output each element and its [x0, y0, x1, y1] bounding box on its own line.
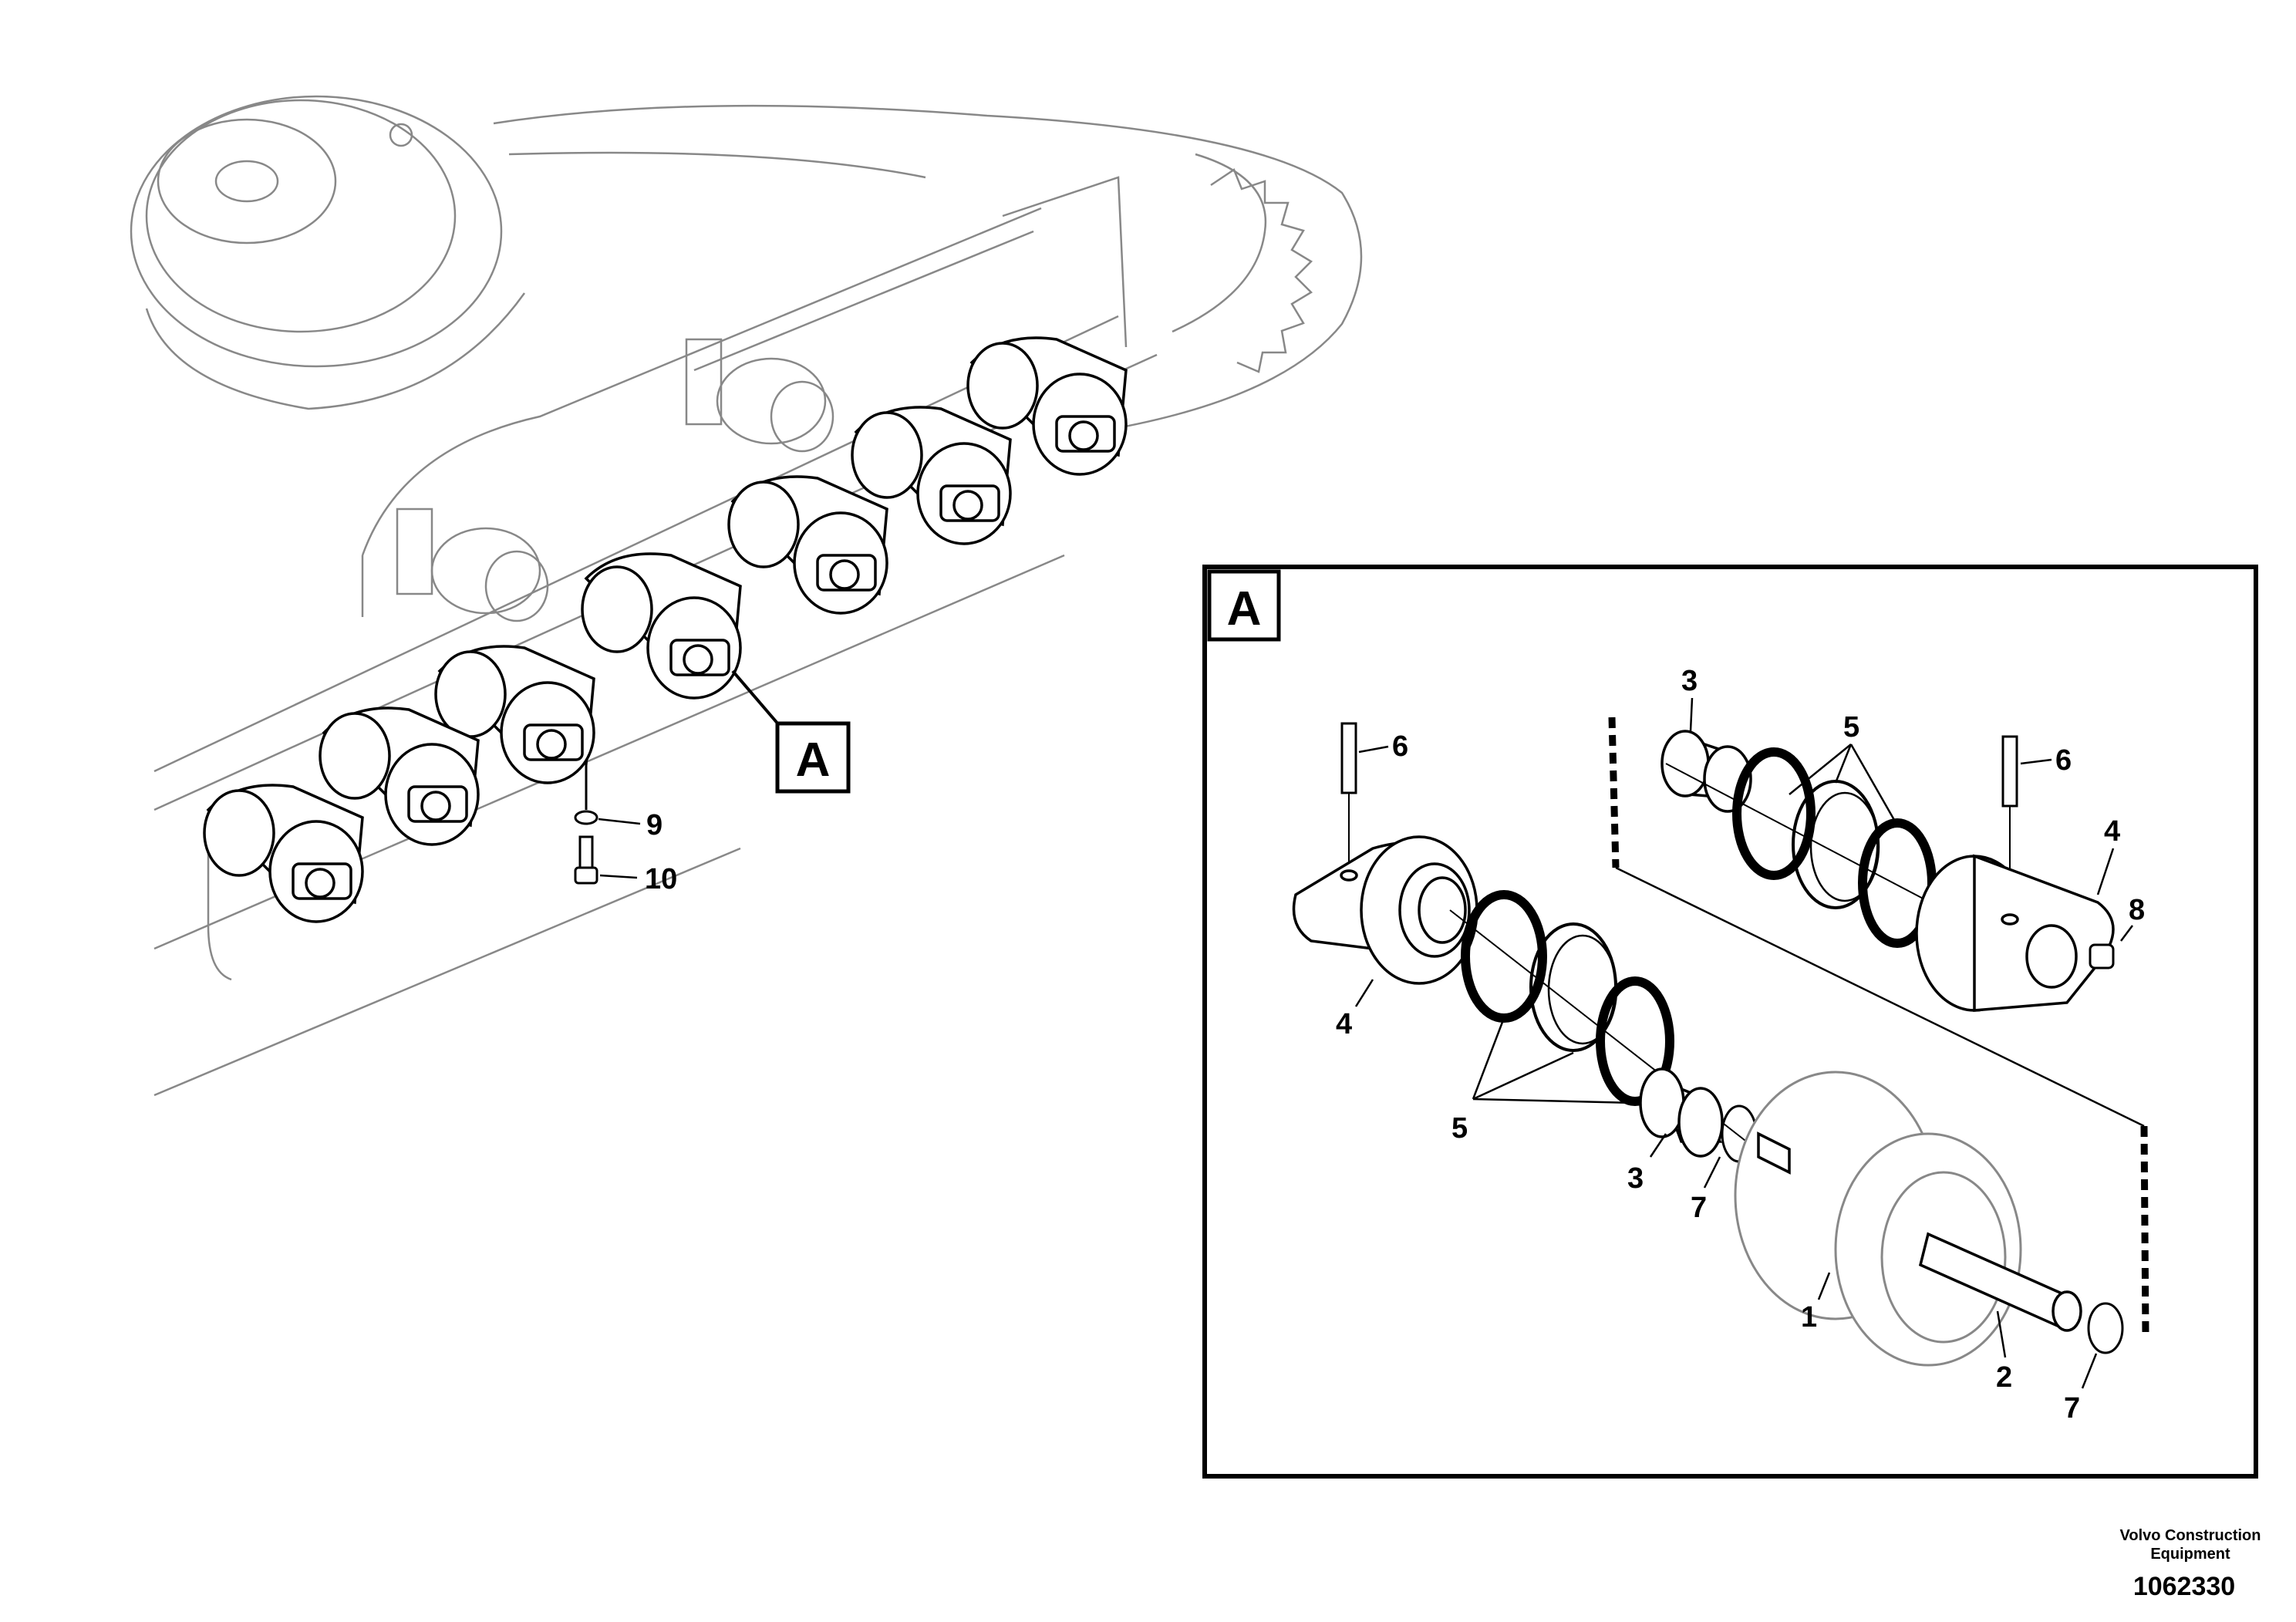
pin-left: [1340, 722, 1357, 875]
bolt: [578, 835, 594, 873]
shaft: [1757, 1131, 2082, 1332]
callout-1: 1: [1801, 1301, 1817, 1334]
track-roller[interactable]: [434, 645, 595, 784]
track-roller-highlighted[interactable]: [581, 552, 742, 700]
callout-6-right: 6: [2055, 744, 2072, 777]
callout-3-lower: 3: [1627, 1162, 1644, 1195]
company-name-line1: Volvo Construction: [2120, 1527, 2261, 1544]
detail-marker-label: A: [796, 733, 831, 787]
callout-5-upper: 5: [1843, 711, 1859, 744]
bracket-right: [1915, 854, 2115, 1012]
track-roller[interactable]: [966, 336, 1128, 476]
detail-view-a: A: [1202, 565, 2258, 1479]
callout-7-left: 7: [1691, 1192, 1707, 1224]
undercarriage-frame: [130, 95, 1363, 1097]
bracket-left: [1292, 835, 1478, 985]
seal-rings-left: [1461, 890, 1674, 1106]
track-roller[interactable]: [851, 406, 1012, 545]
washer-and-bolt: [574, 760, 598, 885]
drawing-number: 1062330: [2133, 1572, 2235, 1601]
detail-frame-marker-label: A: [1227, 582, 1262, 636]
callout-7-right: 7: [2064, 1392, 2080, 1425]
track-roller-group: [203, 336, 1128, 923]
callout-5-lower: 5: [1451, 1112, 1468, 1145]
o-ring-right: [2087, 1302, 2124, 1354]
detail-leaders: [1354, 697, 2133, 1389]
callout-8: 8: [2129, 894, 2145, 926]
track-roller[interactable]: [319, 706, 480, 846]
plug: [2089, 943, 2115, 969]
detail-frame-marker-box: [1207, 569, 1281, 642]
seal-rings-right: [1732, 747, 1937, 948]
detail-frame: [1202, 565, 2258, 1479]
track-roller[interactable]: [203, 784, 364, 923]
callout-4-right: 4: [2104, 815, 2120, 848]
bushing-right: [1660, 730, 1752, 813]
callout-9: 9: [646, 809, 663, 841]
track-roller[interactable]: [727, 475, 888, 615]
detail-marker-box: [775, 721, 851, 794]
callout-3-upper: 3: [1681, 665, 1698, 697]
company-name-line2: Equipment: [2150, 1546, 2230, 1563]
callout-2: 2: [1996, 1361, 2012, 1394]
bushing-left: [1639, 1067, 1724, 1158]
callout-4-left: 4: [1336, 1008, 1352, 1040]
callout-10: 10: [645, 863, 677, 895]
roller-body: [1734, 1071, 2022, 1367]
group-bracket: [1608, 717, 2149, 1335]
callout-6-left: 6: [1392, 730, 1408, 763]
washer: [574, 810, 598, 825]
